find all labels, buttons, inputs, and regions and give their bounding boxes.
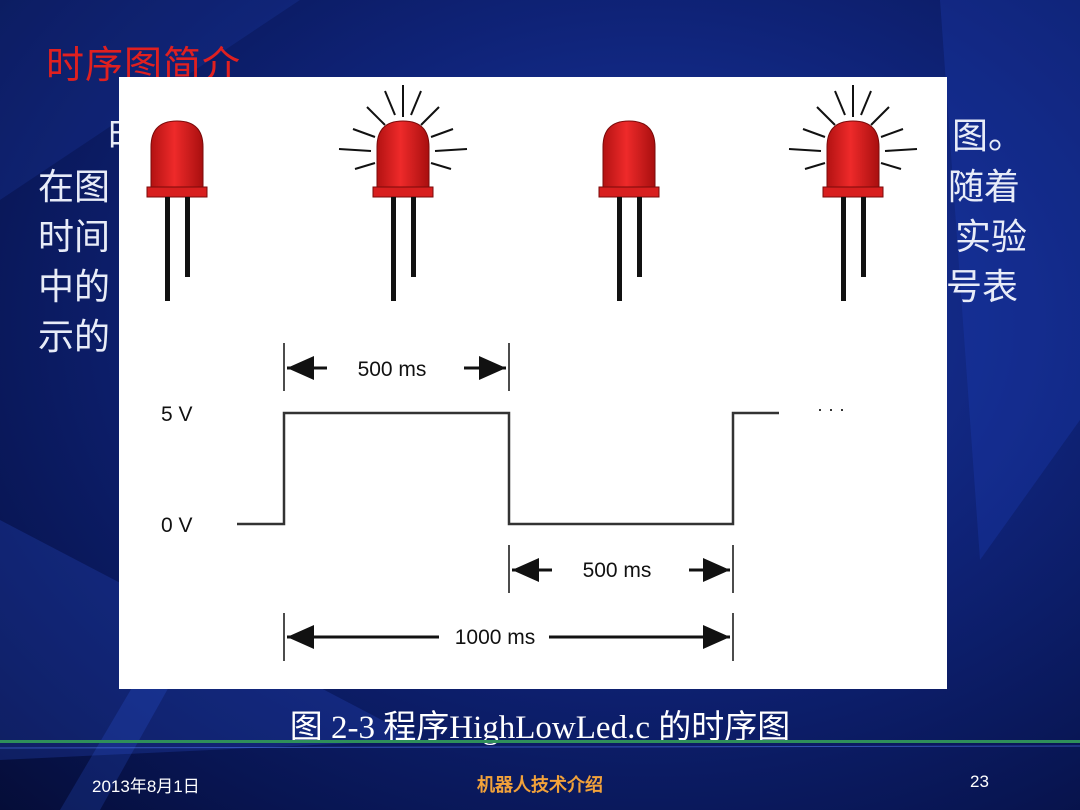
led-on-icon: [338, 85, 468, 301]
body-text-fragment: 时间: [38, 217, 111, 258]
led-off-icon: [598, 120, 660, 301]
body-text-fragment: 中的: [38, 267, 111, 308]
square-wave-signal: [237, 411, 779, 526]
page-number: 23: [970, 772, 989, 791]
body-text-fragment: 号表: [946, 267, 1019, 308]
timing-diagram: 500 ms · · · 5 V 0 V 500 ms 1000 ms: [146, 85, 918, 661]
footer-date: 2013年8月1日: [92, 777, 200, 796]
led-off-icon: [146, 120, 208, 301]
voltage-low-label: 0 V: [161, 514, 193, 537]
body-text-fragment: 示的: [38, 317, 111, 358]
dimension-ticks: [283, 343, 734, 661]
body-text-fragment: 随着: [948, 167, 1021, 208]
continuation-dots: · · ·: [817, 399, 845, 419]
voltage-high-label: 5 V: [161, 403, 193, 426]
body-text-fragment: 实验: [955, 217, 1028, 258]
footer-divider: [0, 740, 1080, 743]
timing-diagram-figure: 500 ms · · · 5 V 0 V 500 ms 1000 ms: [119, 77, 947, 689]
period-label: 1000 ms: [455, 626, 536, 649]
footer-title: 机器人技术介绍: [477, 775, 603, 796]
body-text-fragment: 图。: [952, 116, 1025, 157]
interval-low-label: 500 ms: [583, 559, 652, 582]
body-text-fragment: 在图: [38, 167, 111, 208]
led-on-icon: [788, 85, 918, 301]
interval-high-label: 500 ms: [358, 358, 427, 381]
